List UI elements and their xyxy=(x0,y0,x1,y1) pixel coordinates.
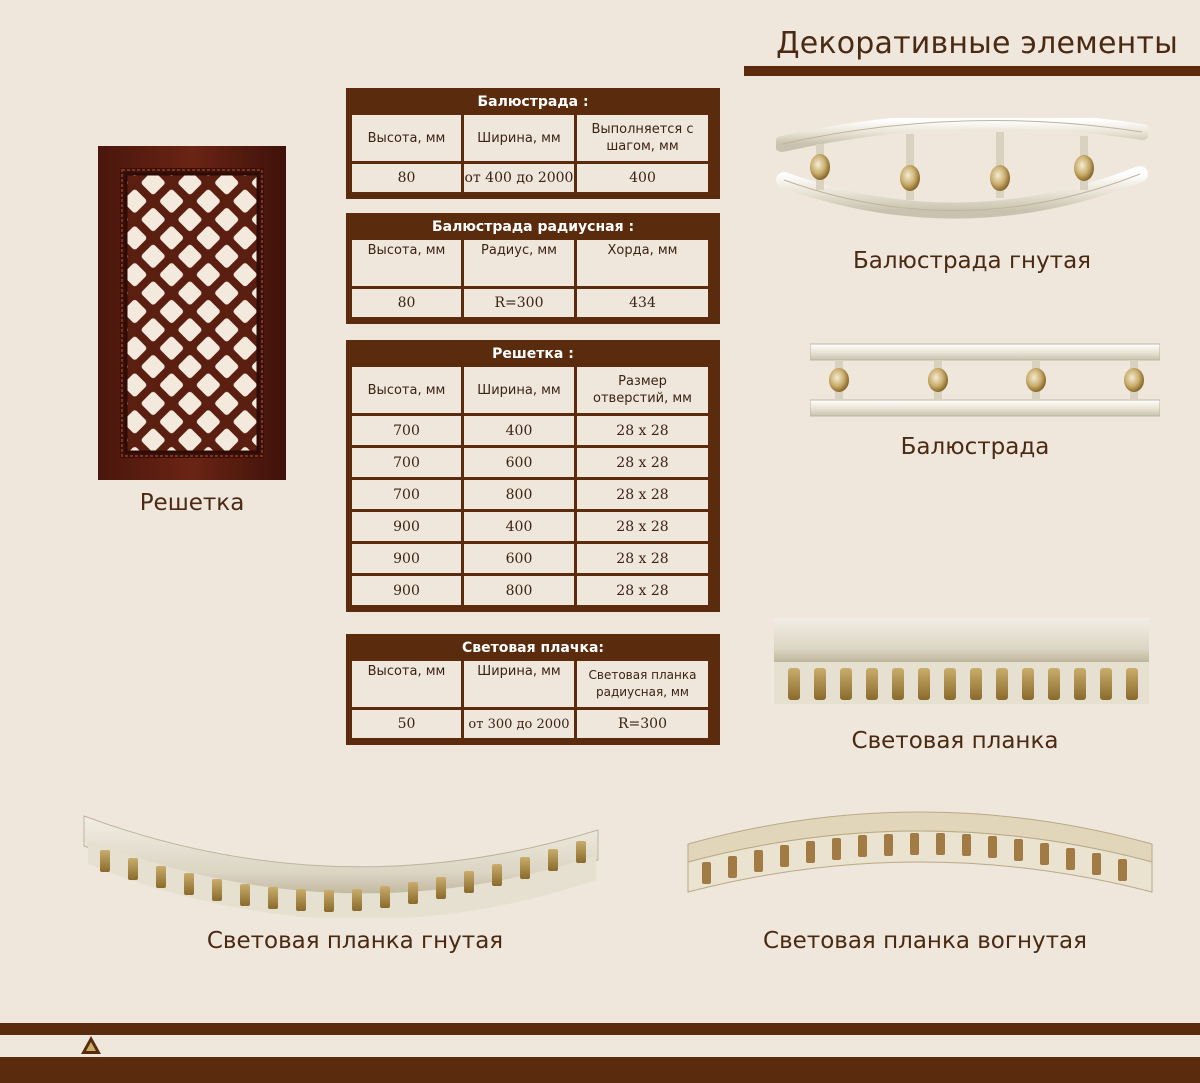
table-cell: R=300 xyxy=(464,289,574,317)
header-cell: Световая планка радиусная, мм xyxy=(577,661,708,707)
table-grid: Решетка : Высота, мм Ширина, мм Размер о… xyxy=(346,340,720,612)
header-cell: Хорда, мм xyxy=(577,240,708,286)
table-cell: 400 xyxy=(464,416,574,445)
header-cell: Ширина, мм xyxy=(464,661,574,707)
table-cell: 400 xyxy=(464,512,574,541)
table-cell: 400 xyxy=(577,164,708,192)
concave-light-strip-image xyxy=(687,811,1153,893)
table-cell: 28 x 28 xyxy=(577,448,708,477)
bent-light-strip-image xyxy=(83,815,599,918)
table-cell: 28 x 28 xyxy=(577,512,708,541)
lattice-door-image xyxy=(98,146,286,480)
header-cell: Высота, мм xyxy=(352,661,461,707)
header-cell: Высота, мм xyxy=(352,240,461,286)
table-cell: 28 x 28 xyxy=(577,544,708,573)
table-row: 700 400 28 x 28 xyxy=(352,416,714,445)
header-cell: Ширина, мм xyxy=(464,367,574,413)
table-cell: 900 xyxy=(352,512,461,541)
table-cell: 800 xyxy=(464,480,574,509)
footer-bar xyxy=(0,1057,1200,1083)
caption-grid: Решетка xyxy=(139,490,245,516)
table-cell: 900 xyxy=(352,576,461,605)
header-cell: Высота, мм xyxy=(352,115,461,161)
table-header-row: Высота, мм Ширина, мм Световая планка ра… xyxy=(352,661,714,707)
table-row: 80 от 400 до 2000 400 xyxy=(352,164,714,192)
table-header-row: Высота, мм Ширина, мм Размер отверстий, … xyxy=(352,367,714,413)
table-row: 50 от 300 до 2000 R=300 xyxy=(352,710,714,738)
table-cell: R=300 xyxy=(577,710,708,738)
caption-light-strip: Световая планка xyxy=(851,728,1059,754)
balustrade-image xyxy=(810,343,1160,417)
caption-light-strip-concave: Световая планка вогнутая xyxy=(763,928,1087,954)
table-title: Световая плачка: xyxy=(461,640,605,656)
table-row: 900 400 28 x 28 xyxy=(352,512,714,541)
brand-logo-icon xyxy=(81,1036,101,1054)
header-cell: Размер отверстий, мм xyxy=(577,367,708,413)
table-balustrade-radius: Балюстрада радиусная : Высота, мм Радиус… xyxy=(346,213,720,324)
table-cell: 28 x 28 xyxy=(577,480,708,509)
header-cell: Высота, мм xyxy=(352,367,461,413)
caption-balustrade-bent: Балюстрада гнутая xyxy=(852,248,1092,274)
header-cell: Радиус, мм xyxy=(464,240,574,286)
caption-balustrade: Балюстрада xyxy=(900,434,1050,460)
table-row: 900 600 28 x 28 xyxy=(352,544,714,573)
table-cell: 50 xyxy=(352,710,461,738)
header-cell: Ширина, мм xyxy=(464,115,574,161)
table-cell: 28 x 28 xyxy=(577,576,708,605)
title-divider xyxy=(744,66,1200,76)
table-cell: 900 xyxy=(352,544,461,573)
table-title: Балюстрада радиусная : xyxy=(431,219,635,235)
table-row: 900 800 28 x 28 xyxy=(352,576,714,605)
table-header-row: Высота, мм Ширина, мм Выполняется с шаго… xyxy=(352,115,714,161)
table-light-strip: Световая плачка: Высота, мм Ширина, мм С… xyxy=(346,634,720,745)
table-title: Балюстрада : xyxy=(477,94,589,110)
table-cell: 600 xyxy=(464,544,574,573)
table-cell: 700 xyxy=(352,416,461,445)
bent-balustrade-image xyxy=(776,118,1148,219)
table-cell: 600 xyxy=(464,448,574,477)
table-row: 700 800 28 x 28 xyxy=(352,480,714,509)
table-cell: 80 xyxy=(352,289,461,317)
table-cell: 700 xyxy=(352,480,461,509)
light-strip-image xyxy=(774,618,1149,704)
table-cell: 28 x 28 xyxy=(577,416,708,445)
header-cell: Выполняется с шагом, мм xyxy=(577,115,708,161)
table-cell: 434 xyxy=(577,289,708,317)
table-row: 700 600 28 x 28 xyxy=(352,448,714,477)
caption-light-strip-bent: Световая планка гнутая xyxy=(206,928,504,954)
table-cell: 80 xyxy=(352,164,461,192)
page-title: Декоративные элементы xyxy=(776,26,1178,61)
table-row: 80 R=300 434 xyxy=(352,289,714,317)
table-balustrade: Балюстрада : Высота, мм Ширина, мм Выпол… xyxy=(346,88,720,199)
table-cell: от 300 до 2000 xyxy=(464,710,574,738)
table-cell: 800 xyxy=(464,576,574,605)
table-header-row: Высота, мм Радиус, мм Хорда, мм xyxy=(352,240,714,286)
table-cell: от 400 до 2000 xyxy=(464,164,574,192)
footer-divider-top xyxy=(0,1023,1200,1035)
table-title: Решетка : xyxy=(492,346,574,362)
table-cell: 700 xyxy=(352,448,461,477)
